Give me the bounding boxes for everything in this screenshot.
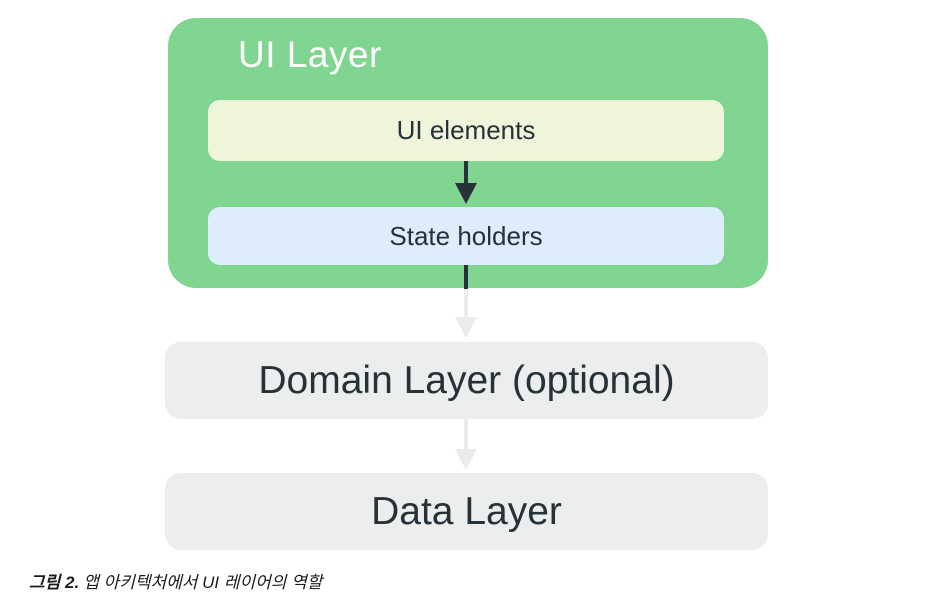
ui-elements-to-state-holders-arrow-line [464, 161, 468, 184]
data-layer-box: Data Layer [165, 473, 768, 550]
figure-caption-text: 앱 아키텍처에서 UI 레이어의 역할 [83, 573, 323, 592]
state-holders-to-domain-arrow-line-gray [464, 289, 468, 318]
state-holders-to-domain-arrow-line-dark [464, 265, 468, 289]
domain-to-data-arrow-head [455, 449, 477, 470]
figure-caption-number: 그림 2. [29, 573, 80, 592]
ui-elements-box: UI elements [208, 100, 724, 161]
state-holders-label: State holders [389, 220, 543, 251]
ui-elements-label: UI elements [396, 115, 536, 145]
data-layer-label: Data Layer [371, 489, 562, 533]
ui-elements-to-state-holders-arrow-head [455, 183, 477, 204]
domain-to-data-arrow-line [464, 419, 468, 450]
figure-caption: 그림 2.앱 아키텍처에서 UI 레이어의 역할 [29, 568, 322, 593]
ui-layer-title: UI Layer [238, 34, 382, 75]
state-holders-box: State holders [208, 207, 724, 265]
domain-layer-label: Domain Layer (optional) [258, 358, 675, 402]
domain-layer-box: Domain Layer (optional) [165, 342, 768, 419]
state-holders-to-domain-arrow-head [455, 317, 477, 338]
